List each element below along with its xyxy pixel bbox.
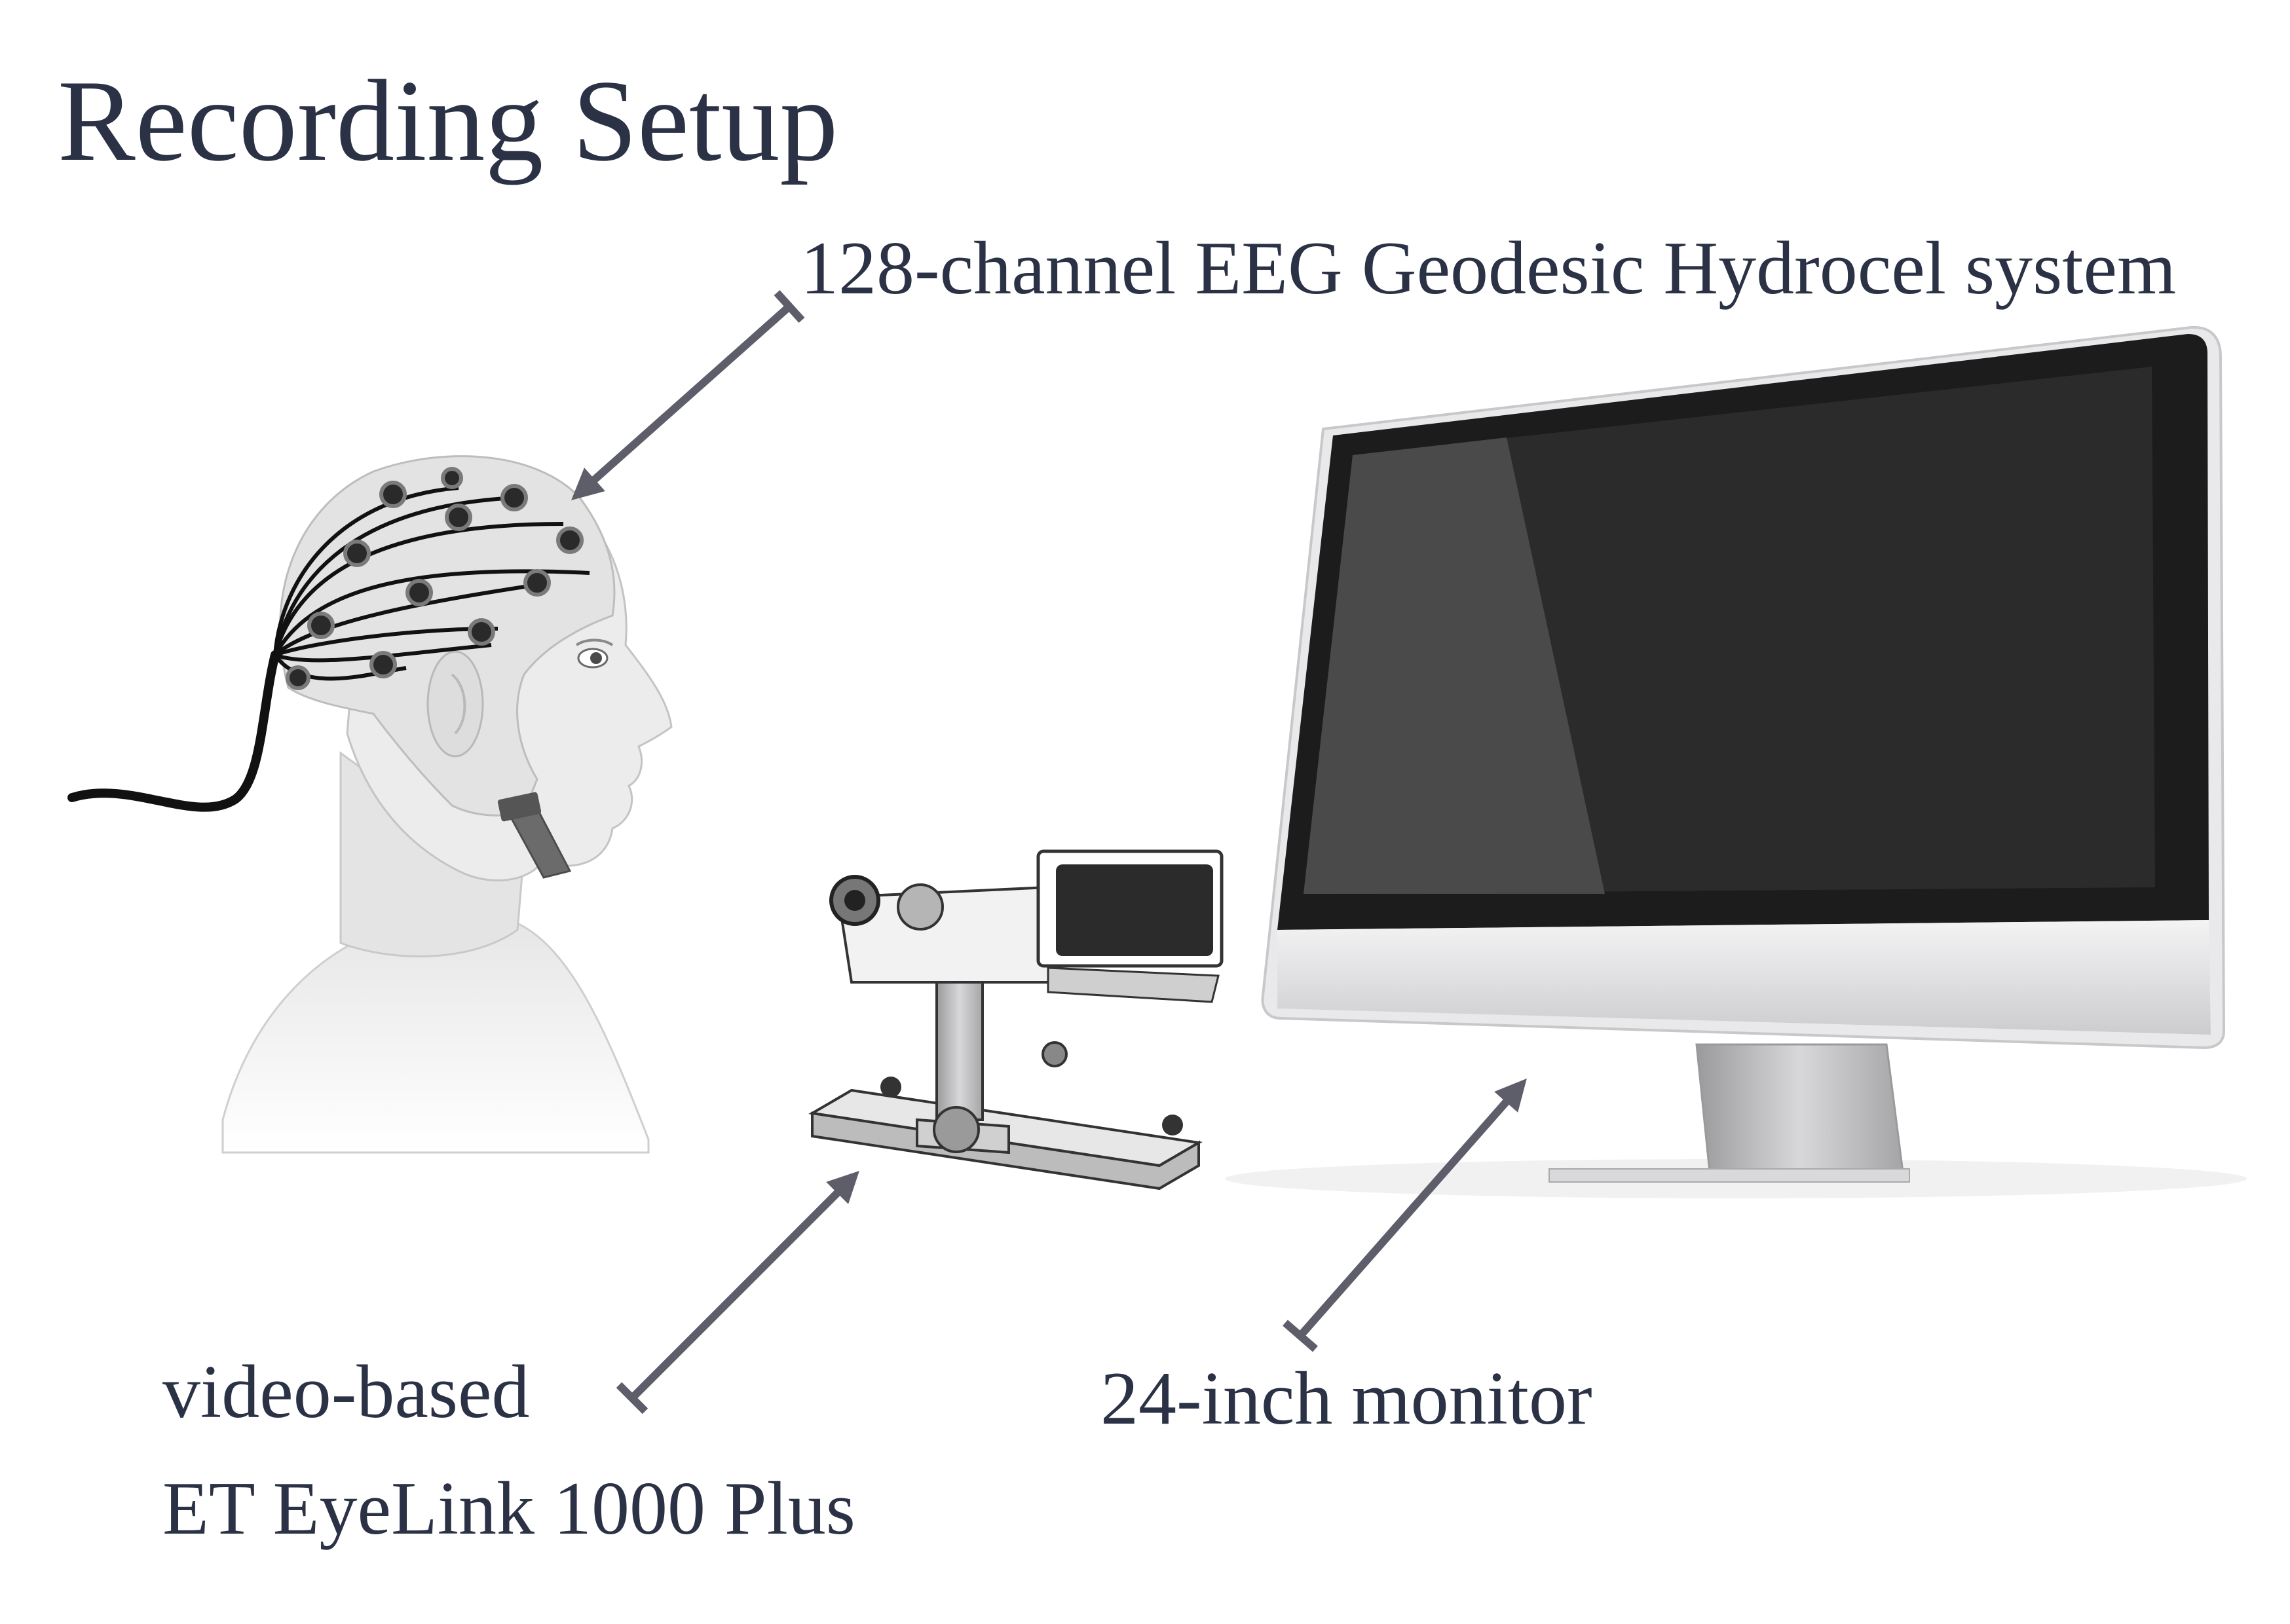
- page-title: Recording Setup: [58, 56, 838, 185]
- ear: [426, 650, 484, 758]
- electrodes: [286, 467, 584, 690]
- head-with-eeg-cap-illustration: [67, 455, 673, 1154]
- monitor-arrow: [1283, 1078, 1527, 1352]
- eyetracker-column: [935, 981, 984, 1121]
- eyetracker-illustration: [808, 849, 1224, 1190]
- monitor-stand: [1695, 1043, 1904, 1173]
- eeg-system-label: 128-channel EEG Geodesic Hydrocel system: [800, 227, 2177, 310]
- eyetracker-label-line-1: video-based: [162, 1350, 530, 1434]
- monitor-illustration: [1225, 325, 2247, 1198]
- eyetracker-arrow: [616, 1171, 859, 1414]
- eyetracker-label-line-2: ET EyeLink 1000 Plus: [162, 1467, 855, 1551]
- monitor-label: 24-inch monitor: [1100, 1357, 1592, 1441]
- eeg-cable: [67, 650, 280, 812]
- eeg-arrow: [571, 289, 805, 500]
